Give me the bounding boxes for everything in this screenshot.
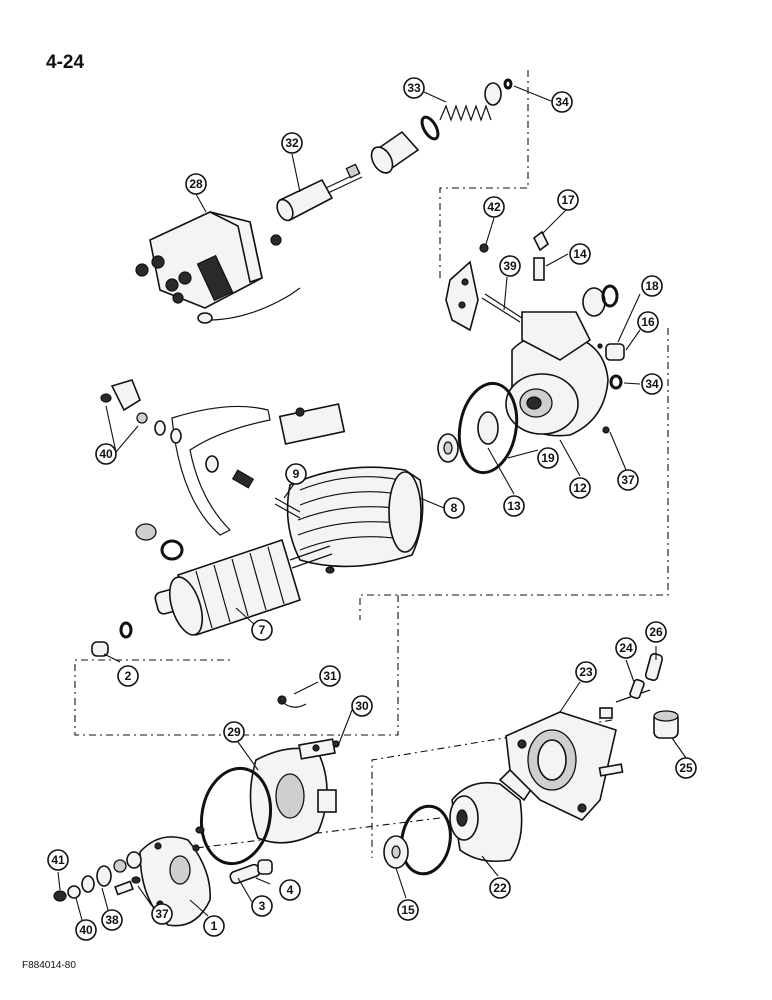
callout-37-left: 37 (151, 903, 173, 925)
svg-text:37: 37 (621, 473, 635, 487)
callout-29: 29 (223, 721, 245, 743)
callout-22: 22 (489, 877, 511, 899)
svg-text:39: 39 (503, 259, 517, 273)
svg-text:3: 3 (259, 899, 266, 913)
callout-16: 16 (637, 311, 659, 333)
nose-housing (505, 689, 651, 821)
svg-text:23: 23 (579, 665, 593, 679)
callout-32: 32 (281, 132, 303, 154)
svg-text:14: 14 (573, 247, 587, 261)
callout-31: 31 (319, 665, 341, 687)
svg-text:41: 41 (51, 853, 65, 867)
callout-40-top: 40 (95, 443, 117, 465)
shift-lever (445, 230, 550, 332)
callout-4: 4 (279, 879, 301, 901)
callout-24: 24 (615, 637, 637, 659)
svg-text:30: 30 (355, 699, 369, 713)
svg-text:12: 12 (573, 481, 587, 495)
callout-13: 13 (503, 495, 525, 517)
bushing (629, 652, 679, 739)
callout-34-right: 34 (641, 373, 663, 395)
callout-34-top: 34 (551, 91, 573, 113)
o-ring (437, 381, 519, 475)
callout-15: 15 (397, 899, 419, 921)
callout-26: 26 (645, 621, 667, 643)
callout-39: 39 (499, 255, 521, 277)
callout-18: 18 (641, 275, 663, 297)
callout-40-bottom: 40 (75, 919, 97, 941)
svg-text:34: 34 (555, 95, 569, 109)
svg-text:40: 40 (79, 923, 93, 937)
callout-41: 41 (47, 849, 69, 871)
svg-text:1: 1 (211, 919, 218, 933)
svg-text:37: 37 (155, 907, 169, 921)
callout-12: 12 (569, 477, 591, 499)
leader-lines (57, 85, 687, 921)
figure-code: F884014-80 (22, 960, 76, 971)
callout-3: 3 (251, 895, 273, 917)
callout-37-right: 37 (617, 469, 639, 491)
callout-14: 14 (569, 243, 591, 265)
svg-text:31: 31 (323, 669, 337, 683)
svg-text:7: 7 (259, 623, 266, 637)
callout-9: 9 (285, 463, 307, 485)
callout-19: 19 (537, 447, 559, 469)
callout-1: 1 (203, 915, 225, 937)
svg-text:18: 18 (645, 279, 659, 293)
svg-text:24: 24 (619, 641, 633, 655)
thrust-washer (100, 379, 219, 561)
svg-text:28: 28 (189, 177, 203, 191)
callout-30: 30 (351, 695, 373, 717)
svg-text:19: 19 (541, 451, 555, 465)
through-bolt-hardware (53, 851, 142, 902)
callout-23: 23 (575, 661, 597, 683)
svg-text:26: 26 (649, 625, 663, 639)
svg-text:33: 33 (407, 81, 421, 95)
svg-text:4: 4 (287, 883, 294, 897)
page-number: 4-24 (46, 52, 85, 73)
svg-text:2: 2 (125, 669, 132, 683)
callout-25: 25 (675, 757, 697, 779)
svg-text:13: 13 (507, 499, 521, 513)
plunger (276, 163, 363, 222)
svg-text:16: 16 (641, 315, 655, 329)
drive-housing (505, 284, 625, 437)
svg-text:34: 34 (645, 377, 659, 391)
svg-text:32: 32 (285, 136, 299, 150)
armature (91, 538, 335, 657)
svg-text:29: 29 (227, 725, 241, 739)
svg-text:38: 38 (105, 913, 119, 927)
callout-2: 2 (117, 665, 139, 687)
svg-text:42: 42 (487, 200, 501, 214)
svg-text:22: 22 (493, 881, 507, 895)
callout-7: 7 (251, 619, 273, 641)
callout-38: 38 (101, 909, 123, 931)
svg-text:8: 8 (451, 501, 458, 515)
callout-42: 42 (483, 196, 505, 218)
callout-17: 17 (557, 189, 579, 211)
callout-8: 8 (443, 497, 465, 519)
field-coil-assembly (171, 403, 424, 568)
svg-text:40: 40 (99, 447, 113, 461)
svg-text:15: 15 (401, 903, 415, 917)
svg-text:25: 25 (679, 761, 693, 775)
commutator-end-frame (139, 766, 273, 927)
brush-plate (249, 695, 340, 844)
solenoid-switch (135, 211, 301, 324)
svg-text:9: 9 (293, 467, 300, 481)
plunger-spring (370, 78, 513, 174)
svg-text:17: 17 (561, 193, 575, 207)
callout-28: 28 (185, 173, 207, 195)
callout-33: 33 (403, 77, 425, 99)
